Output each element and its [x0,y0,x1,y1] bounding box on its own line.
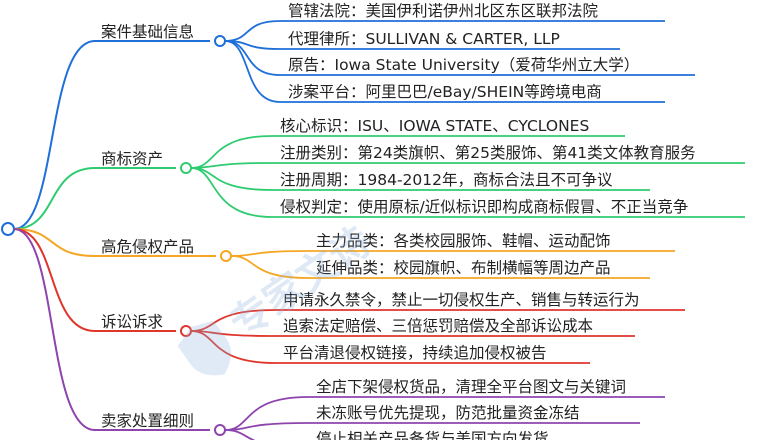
branch-label: 案件基础信息 [101,23,194,41]
branch-connector [13,40,96,230]
leaf-label: 原告：Iowa State University（爱荷华州立大学） [288,56,639,74]
leaf-label: 申请永久禁令，禁止一切侵权生产、销售与转运行为 [283,291,640,309]
branch-connector [13,228,96,332]
leaf-connector [224,20,281,42]
branch-label: 诉讼诉求 [101,313,163,331]
leaf-connector [190,167,273,218]
node-labels: 案件基础信息 管辖法院：美国伊利诺伊州北区东区联邦法院代理律所：SULLIVAN … [101,1,696,440]
branch-connector [13,167,96,230]
leaf-label: 侵权判定：使用原标/近似标识即构成商标假冒、不正当竞争 [280,198,688,216]
leaf-connector [224,40,281,103]
leaf-connector [190,309,276,332]
branch-label: 卖家处置细则 [101,412,194,430]
branch-label: 高危侵权产品 [101,238,194,256]
shield-logo-icon [177,320,232,376]
leaf-label: 注册类别：第24类旗帜、第25类服饰、第41类文体教育服务 [280,144,696,162]
branch-node [214,424,226,436]
leaf-connector [230,250,309,257]
leaf-connector [190,135,273,169]
leaf-label: 停止相关产品备货与美国方向发货 [316,430,549,440]
leaf-label: 平台清退侵权链接，持续追加侵权被告 [283,344,547,362]
leaf-label: 主力品类：各类校园服饰、鞋帽、运动配饰 [316,232,611,250]
connector-lines [1,20,745,440]
leaf-label: 延伸品类：校园旗帜、布制横幅等周边产品 [316,259,611,277]
branch-connector [13,228,96,431]
branch-label: 商标资产 [101,150,163,168]
leaf-label: 核心标识：ISU、IOWA STATE、CYCLONES [280,117,589,135]
leaf-label: 代理律所：SULLIVAN & CARTER, LLP [288,30,560,48]
leaf-connector [190,330,276,364]
leaf-label: 涉案平台：阿里巴巴/eBay/SHEIN等跨境电商 [288,82,602,101]
branch-connector [13,228,96,257]
leaf-connector [224,396,309,431]
root-node [1,222,15,236]
leaf-label: 全店下架侵权货品，清理全平台图文与关键词 [316,378,626,396]
leaf-label: 注册周期：1984-2012年，商标合法且不可争议 [280,171,613,189]
branch-node [214,35,226,47]
leaf-connector [230,255,309,279]
leaf-connector [190,167,273,191]
leaf-connector [224,429,255,440]
leaf-label: 管辖法院：美国伊利诺伊州北区东区联邦法院 [288,1,598,20]
leaf-label: 追索法定赔偿、三倍惩罚赔偿及全部诉讼成本 [283,317,593,335]
leaf-label: 未冻账号优先提现，防范批量资金冻结 [316,404,580,422]
branch-node [220,250,232,262]
branch-node [180,162,192,174]
